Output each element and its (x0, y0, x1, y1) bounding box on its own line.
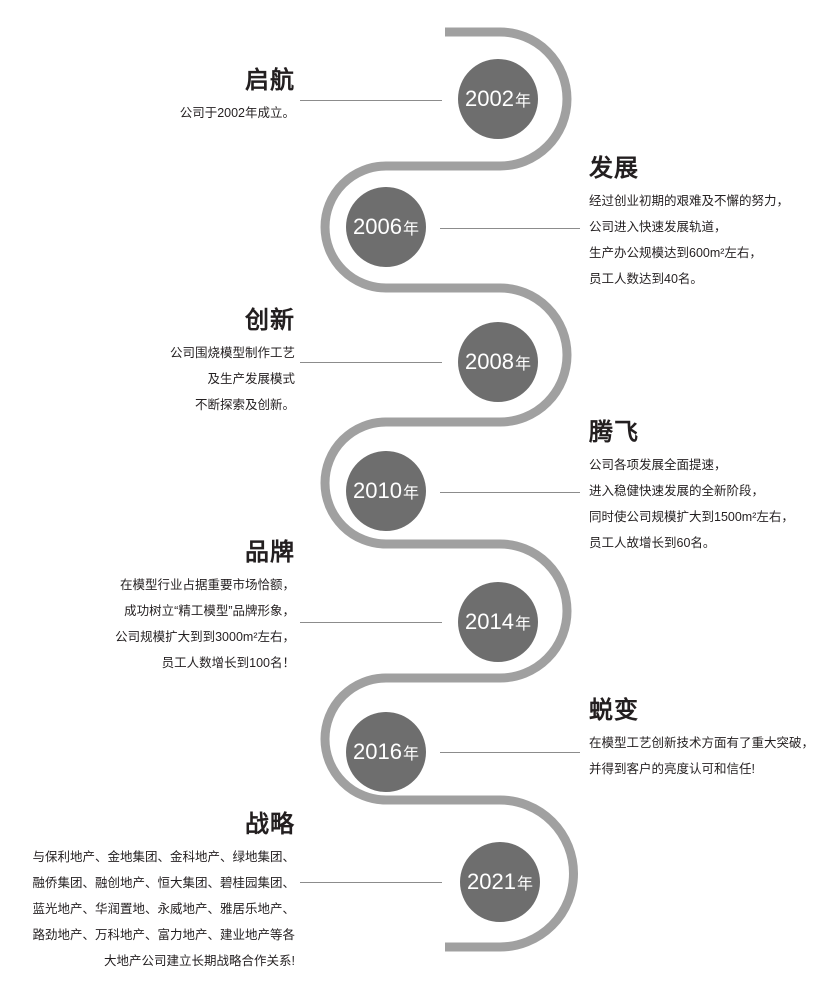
entry-line: 在模型行业占据重要市场恰额， (119, 578, 295, 593)
connector-line-2021 (300, 882, 442, 883)
year-suffix: 年 (514, 93, 531, 110)
milestone-entry-2016: 蜕变 在模型工艺创新技术方面有了重大突破， 并得到客户的亮度认可和信任! (589, 697, 826, 782)
entry-line: 公司进入快速发展轨道， (589, 220, 727, 235)
entry-line: 不断探索及创新。 (194, 398, 295, 413)
entry-line: 公司规模扩大到到3000m²左右， (115, 630, 295, 645)
connector-line-2014 (300, 622, 442, 623)
entry-line: 成功树立“精工模型”品牌形象， (124, 604, 295, 619)
entry-line: 在模型工艺创新技术方面有了重大突破， (589, 736, 815, 751)
year-number: 2010 (353, 478, 402, 503)
entry-line: 路劲地产、万科地产、富力地产、建业地产等各 (32, 928, 295, 943)
year-suffix: 年 (516, 876, 533, 893)
connector-line-2002 (300, 100, 442, 101)
entry-line: 并得到客户的亮度认可和信任! (589, 762, 755, 777)
entry-body-2010: 公司各项发展全面提速， 进入稳健快速发展的全新阶段， 同时使公司规模扩大到150… (589, 452, 826, 556)
year-suffix: 年 (514, 616, 531, 633)
entry-line: 员工人数达到40名。 (589, 272, 703, 287)
milestone-entry-2014: 品牌 在模型行业占据重要市场恰额， 成功树立“精工模型”品牌形象， 公司规模扩大… (0, 539, 295, 676)
entry-body-2014: 在模型行业占据重要市场恰额， 成功树立“精工模型”品牌形象， 公司规模扩大到到3… (0, 572, 295, 676)
entry-line: 与保利地产、金地集团、金科地产、绿地集团、 (32, 850, 295, 865)
entry-title-2010: 腾飞 (589, 419, 639, 446)
entry-line: 员工人数增长到100名！ (161, 656, 295, 671)
year-number: 2014 (465, 609, 514, 634)
entry-title-2021: 战略 (245, 811, 295, 838)
connector-line-2006 (440, 228, 580, 229)
entry-line: 员工人故增长到60名。 (589, 536, 716, 551)
entry-line: 大地产公司建立长期战略合作关系! (104, 954, 295, 969)
milestone-entry-2002: 启航 公司于2002年成立。 (0, 67, 295, 126)
year-suffix: 年 (402, 221, 419, 238)
entry-line: 公司各项发展全面提速， (589, 458, 727, 473)
entry-body-2021: 与保利地产、金地集团、金科地产、绿地集团、 融侨集团、融创地产、恒大集团、碧桂园… (0, 844, 295, 974)
entry-line: 融侨集团、融创地产、恒大集团、碧桂园集团、 (32, 876, 295, 891)
entry-title-2006: 发展 (589, 155, 639, 182)
entry-body-2008: 公司围烧模型制作工艺 及生产发展模式 不断探索及创新。 (0, 340, 295, 418)
year-number: 2008 (465, 349, 514, 374)
year-number: 2006 (353, 214, 402, 239)
entry-title-2014: 品牌 (245, 539, 295, 566)
entry-line: 公司于2002年成立。 (179, 106, 295, 121)
entry-line: 及生产发展模式 (207, 372, 295, 387)
entry-body-2002: 公司于2002年成立。 (0, 100, 295, 126)
entry-line: 公司围烧模型制作工艺 (169, 346, 295, 361)
entry-title-2008: 创新 (245, 307, 295, 334)
entry-body-2006: 经过创业初期的艰难及不懈的努力， 公司进入快速发展轨道， 生产办公规模达到600… (589, 188, 826, 292)
entry-line: 生产办公规模达到600m²左右， (589, 246, 762, 261)
year-suffix: 年 (514, 356, 531, 373)
milestone-entry-2008: 创新 公司围烧模型制作工艺 及生产发展模式 不断探索及创新。 (0, 307, 295, 418)
year-number: 2016 (353, 739, 402, 764)
entry-body-2016: 在模型工艺创新技术方面有了重大突破， 并得到客户的亮度认可和信任! (589, 730, 826, 782)
milestone-entry-2010: 腾飞 公司各项发展全面提速， 进入稳健快速发展的全新阶段， 同时使公司规模扩大到… (589, 419, 826, 556)
milestone-entry-2021: 战略 与保利地产、金地集团、金科地产、绿地集团、 融侨集团、融创地产、恒大集团、… (0, 811, 295, 974)
year-number: 2002 (465, 86, 514, 111)
year-suffix: 年 (402, 485, 419, 502)
milestone-entry-2006: 发展 经过创业初期的艰难及不懈的努力， 公司进入快速发展轨道， 生产办公规模达到… (589, 155, 826, 292)
entry-title-2002: 启航 (245, 67, 295, 94)
entry-line: 经过创业初期的艰难及不懈的努力， (589, 194, 790, 209)
entry-title-2016: 蜕变 (589, 697, 639, 724)
entry-line: 进入稳健快速发展的全新阶段， (589, 484, 765, 499)
entry-line: 蓝光地产、华润置地、永威地产、雅居乐地产、 (32, 902, 295, 917)
year-suffix: 年 (402, 746, 419, 763)
year-number: 2021 (467, 869, 516, 894)
entry-line: 同时使公司规模扩大到1500m²左右， (589, 510, 794, 525)
connector-line-2016 (440, 752, 580, 753)
connector-line-2008 (300, 362, 442, 363)
connector-line-2010 (440, 492, 580, 493)
